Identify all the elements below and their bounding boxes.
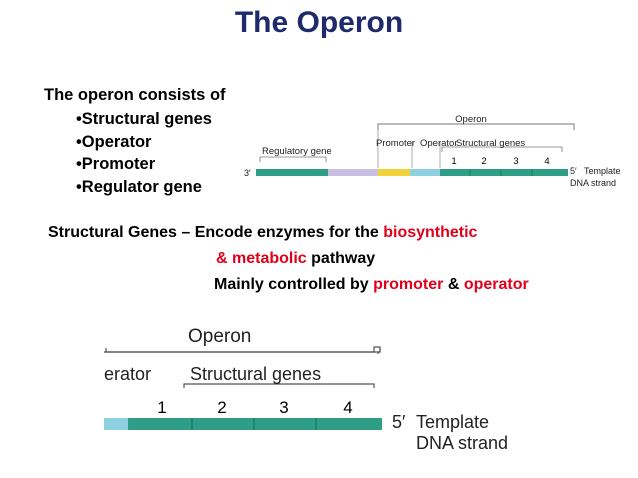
structural-bracket — [441, 146, 563, 152]
structural-genes-segment — [440, 169, 568, 176]
large-gene-1: 1 — [157, 398, 166, 417]
large-structural-label: Structural genes — [190, 364, 321, 384]
promoter-segment — [378, 169, 410, 176]
large-dna-label: DNA strand — [416, 433, 508, 453]
large-structural-segment — [128, 418, 382, 430]
line3-lead: Mainly controlled by — [214, 276, 369, 293]
small-operon-label: Operon — [455, 114, 487, 125]
component-operator: Operator — [76, 131, 212, 154]
operator-highlight: operator — [463, 276, 529, 293]
biosynthetic-highlight: biosynthetic — [383, 224, 478, 241]
large-operon-diagram: Operon erator Structural genes 1 2 3 4 5… — [104, 326, 508, 453]
regulatory-gene-segment — [256, 169, 328, 176]
small-gene-3: 3 — [513, 156, 518, 167]
component-regulator-gene: Regulator gene — [76, 176, 212, 199]
large-gene-2: 2 — [217, 398, 226, 417]
structural-line-1: Structural Genes – Encode enzymes for th… — [48, 224, 477, 242]
promoter-highlight: promoter — [373, 276, 444, 293]
line1-lead: Structural Genes – Encode enzymes for th… — [48, 224, 379, 241]
small-structural-label: Structural genes — [456, 138, 525, 149]
line2-tail: pathway — [311, 250, 376, 267]
small-5prime-label: 5′ — [570, 166, 577, 176]
operator-partial-label: erator — [104, 364, 151, 384]
operator-label: Operator — [420, 138, 458, 149]
structural-line-3: Mainly controlled by promoter & operator — [214, 276, 529, 294]
large-5prime-label: 5′ — [392, 412, 406, 432]
structural-line-2: & metabolic pathway — [216, 250, 375, 268]
promoter-label: Promoter — [376, 138, 415, 149]
large-operator-segment — [104, 418, 128, 430]
component-promoter: Promoter — [76, 153, 212, 176]
line3-mid: & — [447, 276, 460, 293]
small-3prime-label: 3′ — [244, 168, 251, 178]
regulatory-bracket — [259, 156, 327, 162]
large-gene-4: 4 — [343, 398, 352, 417]
small-dna-label: DNA strand — [570, 178, 616, 188]
small-gene-1: 1 — [451, 156, 456, 167]
component-list: Structural genes Operator Promoter Regul… — [76, 108, 212, 198]
component-structural-genes: Structural genes — [76, 108, 212, 131]
large-operon-label: Operon — [188, 326, 251, 347]
metabolic-highlight: & metabolic — [216, 250, 307, 267]
large-operon-bracket — [105, 348, 381, 353]
small-operon-diagram: Operon Regulatory gene Promoter Operator… — [244, 114, 621, 188]
intro-text: The operon consists of — [44, 86, 226, 104]
spacer-segment — [328, 169, 378, 176]
large-gene-3: 3 — [279, 398, 288, 417]
operon-bracket — [377, 123, 575, 130]
small-gene-4: 4 — [544, 156, 549, 167]
small-template-label: Template — [584, 166, 621, 176]
small-gene-2: 2 — [481, 156, 486, 167]
page-title: The Operon — [234, 6, 404, 39]
regulatory-label: Regulatory gene — [262, 146, 332, 157]
operator-segment — [410, 169, 440, 176]
large-structural-bracket — [183, 383, 375, 388]
large-template-label: Template — [416, 412, 489, 432]
